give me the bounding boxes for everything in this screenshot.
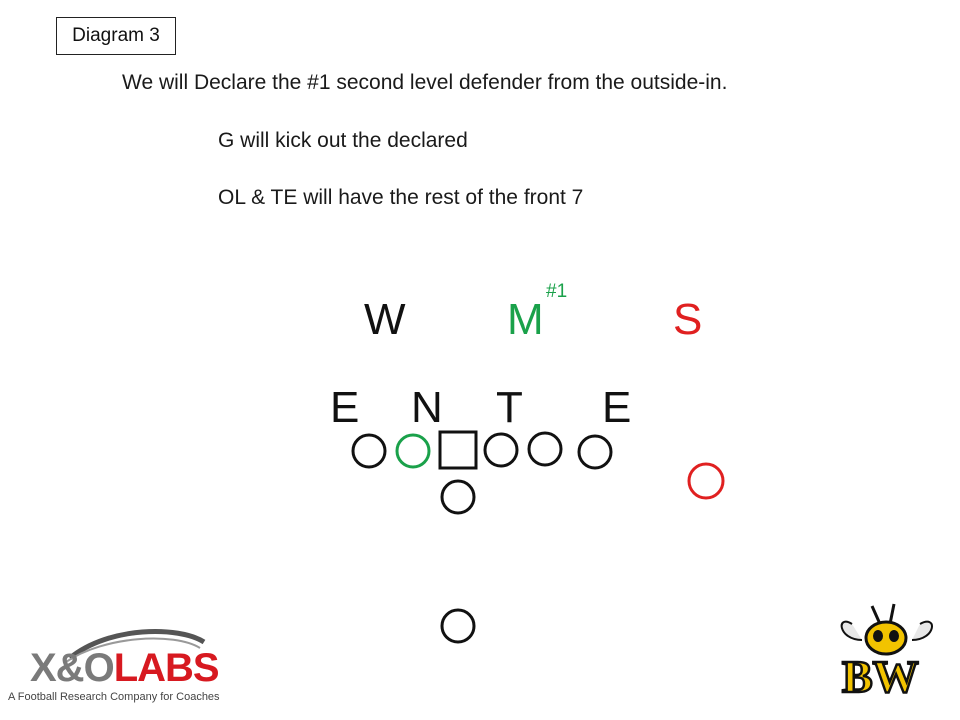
declared-marker: #1	[546, 281, 568, 302]
defender-e-left: E	[330, 383, 360, 432]
defender-e-right: E	[602, 383, 632, 432]
bw-lettering: BW	[842, 651, 919, 700]
xo-labs-wordmark: X&OLABS	[30, 646, 220, 691]
offense-wide-player-6	[687, 462, 725, 500]
offense-player-5	[577, 434, 613, 470]
offense-player-3	[483, 432, 519, 468]
labs-text: LABS	[113, 646, 220, 690]
defender-t: T	[496, 383, 523, 432]
defender-m: M	[507, 295, 544, 344]
note-line-3: OL & TE will have the rest of the front …	[218, 186, 584, 209]
hornet-icon: BW	[840, 603, 933, 703]
xo-labs-tagline: A Football Research Company for Coaches	[8, 691, 220, 703]
offense-back-8	[440, 608, 476, 644]
offense-guard-1	[395, 433, 431, 469]
offense-player-4	[527, 431, 563, 467]
xo-text: X&O	[30, 646, 115, 690]
xo-labs-swoosh-icon	[65, 629, 206, 663]
note-line-2: G will kick out the declared	[218, 129, 468, 152]
offense-quarterback-7	[440, 479, 476, 515]
xo-labs-logo: X&OLABS A Football Research Company for …	[4, 628, 220, 712]
offense-player-0	[351, 433, 387, 469]
offense-center-2	[438, 430, 478, 470]
note-line-1: We will Declare the #1 second level defe…	[122, 71, 728, 94]
bw-hornet-logo: BW	[832, 600, 944, 703]
defender-s: S	[673, 295, 703, 344]
diagram-title-box: Diagram 3	[56, 17, 176, 55]
defender-w: W	[364, 295, 406, 344]
defender-n: N	[411, 383, 443, 432]
